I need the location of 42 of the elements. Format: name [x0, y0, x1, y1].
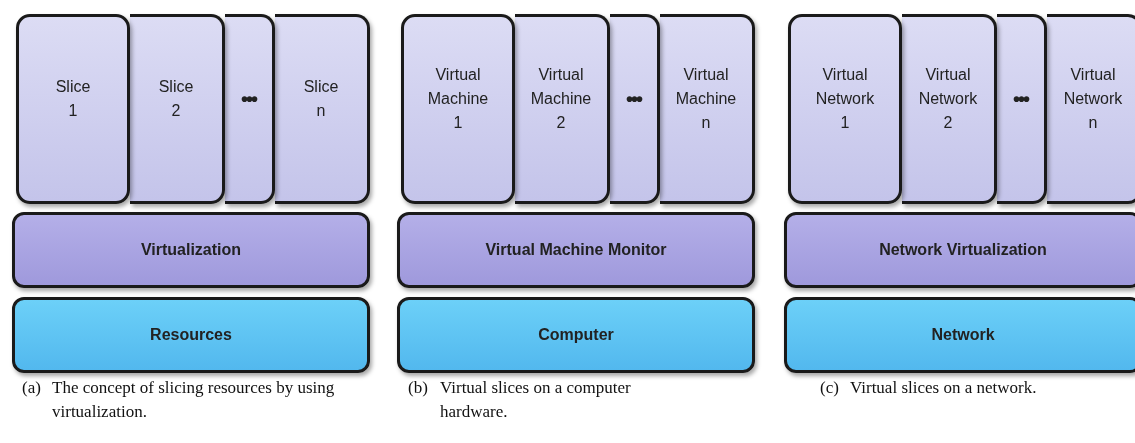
slice-card	[130, 14, 225, 204]
slice-label: Slice n	[303, 77, 339, 121]
slice-label: Virtual Machine 1	[427, 65, 489, 133]
ellipsis: •••	[626, 89, 641, 109]
stacked-card	[225, 14, 275, 204]
slice-label: Slice 1	[55, 77, 91, 121]
ellipsis: •••	[1013, 89, 1028, 109]
slice-card	[660, 14, 755, 204]
base-layer-bar	[12, 297, 370, 373]
slice-label: Virtual Machine n	[675, 65, 737, 133]
slice-label: Virtual Network n	[1063, 65, 1123, 133]
layer-label: Network	[931, 325, 995, 345]
subfigure-caption: Virtual slices on a network.	[850, 377, 1038, 399]
slice-card	[902, 14, 997, 204]
base-layer-bar	[784, 297, 1135, 373]
slice-card	[1047, 14, 1135, 204]
subfigure-caption: The concept of slicing resources by using virtualization.	[52, 377, 336, 423]
layer-label: Virtual Machine Monitor	[485, 240, 667, 260]
slice-label: Virtual Network 1	[815, 65, 875, 133]
subfigure-letter: (b)	[408, 377, 428, 399]
layer-label: Virtualization	[140, 240, 242, 260]
layer-bar	[397, 212, 755, 288]
layer-label: Resources	[150, 325, 232, 345]
slice-label: Slice 2	[158, 77, 194, 121]
slice-card	[16, 14, 130, 204]
layer-label: Computer	[538, 325, 614, 345]
ellipsis: •••	[241, 89, 256, 109]
slice-card	[401, 14, 515, 204]
slice-card	[788, 14, 902, 204]
subfigure-letter: (a)	[22, 377, 41, 399]
slice-card	[275, 14, 370, 204]
subfigure-letter: (c)	[820, 377, 839, 399]
stacked-card	[610, 14, 660, 204]
slice-card	[515, 14, 610, 204]
layer-bar	[784, 212, 1135, 288]
slice-label: Virtual Network 2	[918, 65, 978, 133]
slice-label: Virtual Machine 2	[530, 65, 592, 133]
subfigure-caption: Virtual slices on a computer hardware.	[440, 377, 632, 423]
stacked-card	[997, 14, 1047, 204]
base-layer-bar	[397, 297, 755, 373]
layer-label: Network Virtualization	[879, 240, 1047, 260]
layer-bar	[12, 212, 370, 288]
